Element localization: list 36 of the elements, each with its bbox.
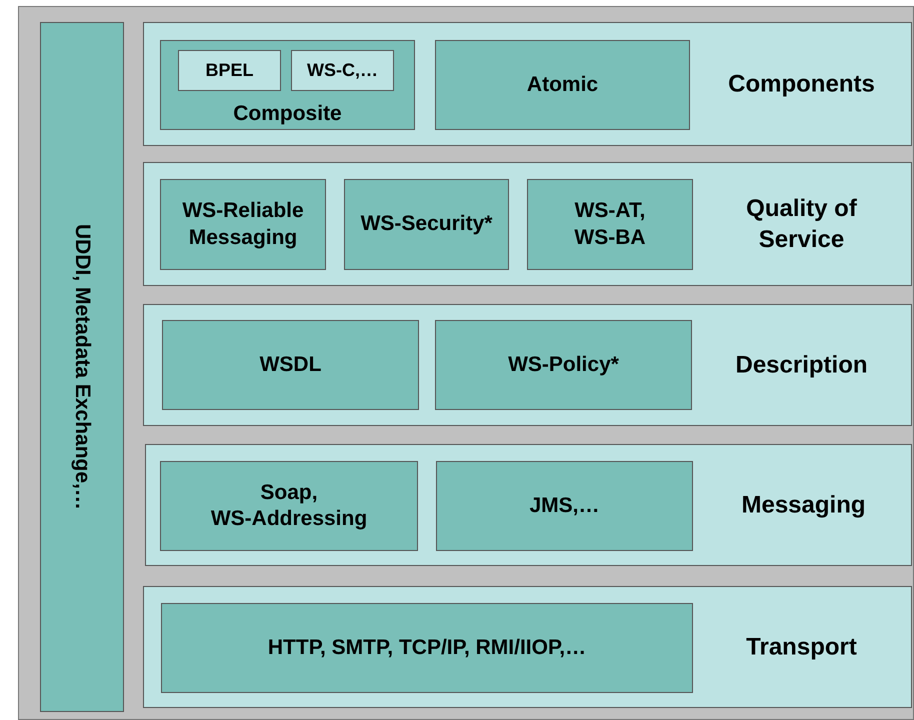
standard-box — [436, 461, 693, 551]
standard-box — [160, 461, 418, 551]
layer-title: Description — [734, 350, 869, 380]
side-bar — [40, 22, 124, 712]
standard-box — [160, 179, 326, 270]
standard-label: Soap, WS-Addressing — [210, 480, 368, 532]
layer-title: Quality of Service — [745, 194, 858, 255]
standard-box — [178, 50, 281, 91]
layer-band — [143, 304, 912, 426]
standard-box — [291, 50, 394, 91]
component-label: Composite — [232, 100, 343, 127]
layer-band — [143, 162, 912, 286]
standard-label: WS-AT, WS-BA — [573, 198, 647, 250]
standard-box — [161, 603, 693, 693]
layer-band — [143, 586, 912, 708]
standard-label: WS-Policy* — [508, 352, 619, 378]
standard-label: WS-Reliable Messaging — [181, 198, 305, 250]
layer-band — [143, 22, 912, 146]
layer-title: Components — [727, 69, 876, 100]
standard-label: JMS,… — [529, 492, 600, 519]
standard-label: WSDL — [260, 352, 322, 378]
layer-title: Messaging — [740, 490, 867, 520]
standard-box — [162, 320, 419, 410]
standard-label: HTTP, SMTP, TCP/IP, RMI/IIOP,… — [268, 634, 586, 661]
layer-title: Transport — [745, 632, 858, 662]
standard-box — [527, 179, 693, 270]
standard-label: BPEL — [205, 59, 254, 82]
side-bar-label: UDDI, Metadata Exchange,… — [70, 224, 96, 510]
component-box — [160, 40, 415, 130]
standard-box — [435, 320, 692, 410]
standard-label: WS-C,… — [307, 59, 378, 82]
standard-box — [344, 179, 509, 270]
standard-label: Atomic — [526, 72, 598, 98]
standard-box — [435, 40, 690, 130]
layer-band — [145, 444, 912, 566]
standard-label: WS-Security* — [360, 211, 492, 238]
